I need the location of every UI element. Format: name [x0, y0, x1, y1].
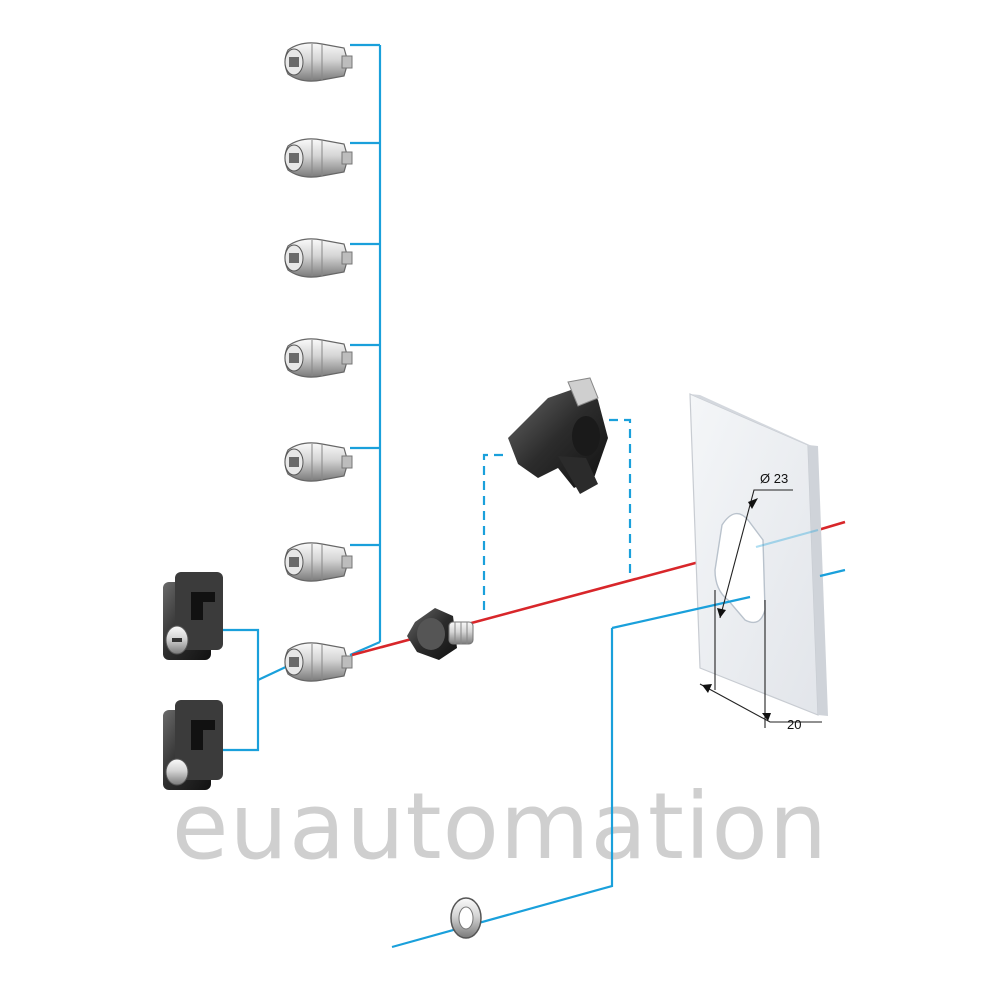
lock-body-plain	[163, 700, 223, 790]
insert-6	[284, 542, 353, 582]
panel-cutout	[714, 512, 766, 624]
diameter-label: Ø 23	[760, 471, 788, 486]
lock-cylinder-bolt	[407, 608, 474, 660]
insert-3	[284, 238, 353, 278]
insert-1	[284, 42, 353, 82]
dimension-annotations: Ø 23 20	[699, 471, 822, 732]
cam-dashed-guide	[482, 418, 632, 610]
insert-4	[284, 338, 353, 378]
width-label: 20	[787, 717, 801, 732]
sealing-washer	[450, 897, 482, 939]
mounting-panel	[689, 393, 828, 716]
insert-5	[284, 442, 353, 482]
watermark-text: euautomation	[172, 773, 828, 880]
insert-connector-lines	[349, 43, 382, 657]
insert-7	[284, 642, 353, 682]
cam-lever	[508, 377, 608, 494]
insert-column	[284, 42, 353, 682]
lock-body-key	[163, 572, 223, 660]
lock-body-connector-lines	[222, 628, 291, 752]
insert-2	[284, 138, 353, 178]
